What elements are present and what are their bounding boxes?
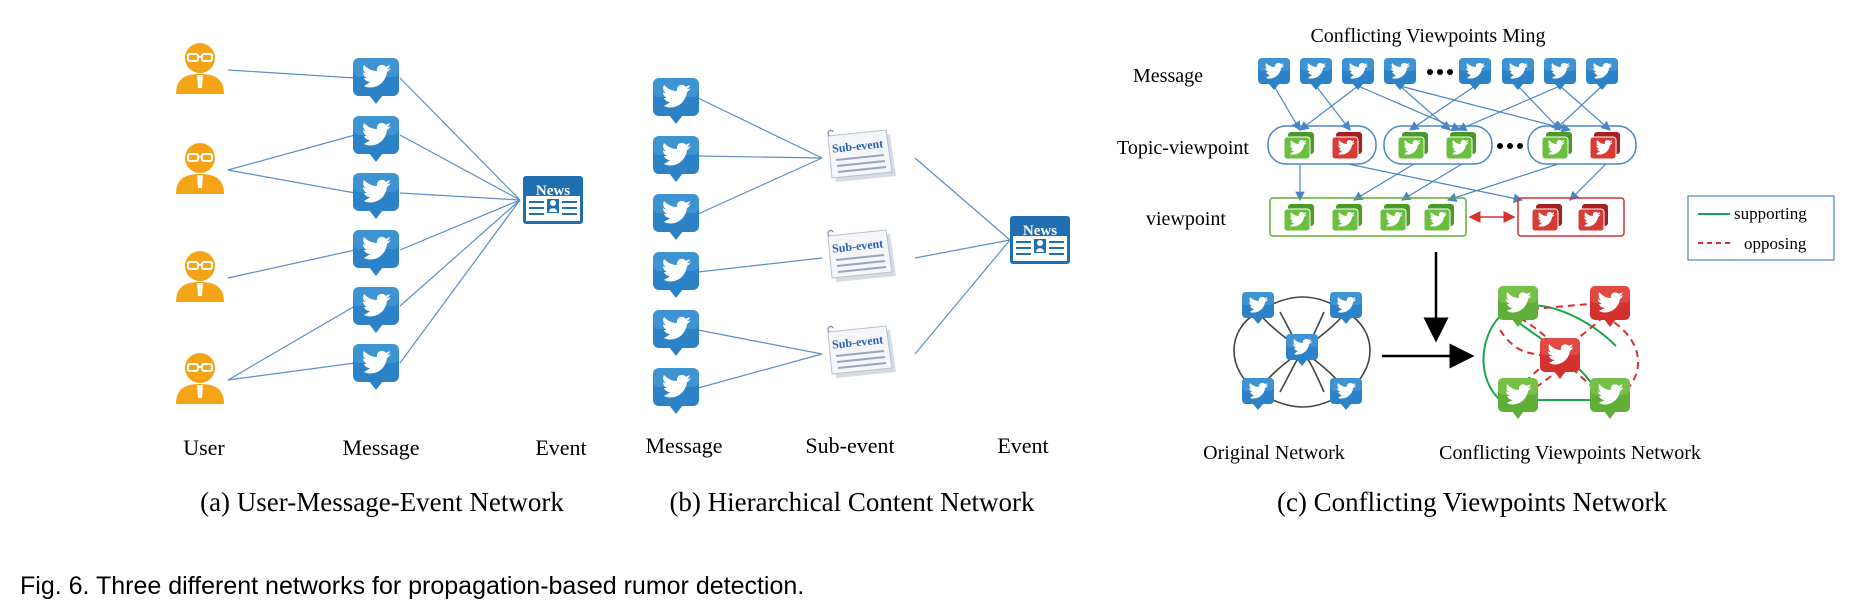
legend-supporting-label: supporting	[1734, 204, 1807, 223]
row-label-topic-viewpoint: Topic-viewpoint	[1117, 137, 1249, 159]
topic-group	[1527, 125, 1637, 165]
user-icon	[175, 42, 225, 95]
support-tweet-icon	[1498, 378, 1538, 419]
caption-b: (b) Hierarchical Content Network	[669, 487, 1035, 517]
ellipsis-icon	[1427, 69, 1453, 75]
topic-group	[1383, 125, 1493, 165]
label-user: User	[183, 435, 225, 460]
twitter-icon	[1544, 58, 1576, 90]
label-event: Event	[535, 435, 586, 460]
figure-caption: Fig. 6. Three different networks for pro…	[20, 572, 804, 600]
twitter-icon	[1342, 58, 1374, 90]
support-tweet-icon	[1423, 203, 1455, 232]
oppose-tweet-icon	[1577, 203, 1609, 232]
news-icon: News	[1009, 215, 1071, 265]
panel-c-title: Conflicting Viewpoints Ming	[1310, 25, 1545, 47]
legend-opposing-label: opposing	[1744, 234, 1807, 253]
subevent-text: Sub-event	[831, 236, 884, 255]
twitter-icon	[1330, 292, 1362, 324]
twitter-icon	[653, 194, 699, 240]
subevent-icon: Sub-event	[827, 229, 897, 283]
panel-a-edges	[227, 69, 521, 381]
twitter-icon	[353, 287, 399, 333]
caption-a: (a) User-Message-Event Network	[200, 487, 564, 517]
supporting-viewpoint-group	[1269, 197, 1467, 237]
oppose-tweet-icon	[1531, 203, 1563, 232]
user-icon	[175, 250, 225, 303]
twitter-icon	[1384, 58, 1416, 90]
user-icon	[175, 142, 225, 195]
oppose-tweet-icon	[1540, 338, 1580, 379]
support-tweet-icon	[1331, 203, 1363, 232]
news-icon: News	[522, 175, 584, 225]
twitter-icon	[1242, 292, 1274, 324]
message-to-topic-arrows	[1273, 85, 1611, 133]
label-subevent: Sub-event	[805, 433, 894, 458]
support-tweet-icon	[1541, 131, 1573, 160]
label-event: Event	[997, 433, 1048, 458]
oppose-tweet-icon	[1590, 286, 1630, 327]
twitter-icon	[353, 230, 399, 276]
twitter-icon	[1286, 334, 1318, 366]
support-tweet-icon	[1283, 131, 1315, 160]
support-tweet-icon	[1397, 131, 1429, 160]
topic-viewpoint-row	[1267, 125, 1637, 165]
viewpoint-row	[1269, 197, 1625, 237]
topic-group	[1267, 125, 1377, 165]
row-label-viewpoint: viewpoint	[1146, 208, 1226, 230]
label-message: Message	[646, 433, 723, 458]
caption-c: (c) Conflicting Viewpoints Network	[1277, 487, 1668, 517]
oppose-tweet-icon	[1589, 131, 1621, 160]
ellipsis-icon	[1497, 143, 1523, 149]
twitter-icon	[653, 136, 699, 182]
twitter-icon	[353, 116, 399, 162]
message-row	[1258, 58, 1618, 90]
twitter-icon	[1459, 58, 1491, 90]
row-label-message: Message	[1133, 65, 1203, 87]
twitter-icon	[653, 252, 699, 298]
twitter-icon	[1258, 58, 1290, 90]
twitter-icon	[1330, 378, 1362, 410]
topic-to-viewpoint-arrows	[1295, 163, 1607, 203]
twitter-icon	[1586, 58, 1618, 90]
opposing-viewpoint-group	[1517, 197, 1625, 237]
conflicting-network	[1482, 286, 1639, 419]
news-badge-text: News	[1023, 223, 1057, 239]
news-badge-text: News	[536, 183, 570, 199]
support-tweet-icon	[1445, 131, 1477, 160]
twitter-icon	[653, 368, 699, 414]
legend: supporting opposing	[1687, 195, 1835, 261]
original-network	[1233, 292, 1371, 410]
twitter-icon	[1502, 58, 1534, 90]
panel-b: Sub-event Sub-event Sub-event News Messa…	[646, 78, 1071, 517]
panel-c: Conflicting Viewpoints Ming Message Topi…	[1117, 25, 1835, 517]
label-message: Message	[343, 435, 420, 460]
oppose-tweet-icon	[1331, 131, 1363, 160]
support-tweet-icon	[1498, 286, 1538, 327]
subevent-icon: Sub-event	[827, 129, 897, 183]
panel-b-edges	[697, 97, 1011, 389]
twitter-icon	[653, 310, 699, 356]
twitter-icon	[353, 58, 399, 104]
support-tweet-icon	[1283, 203, 1315, 232]
subevent-text: Sub-event	[831, 332, 884, 351]
support-tweet-icon	[1590, 378, 1630, 419]
label-conflicting-network: Conflicting Viewpoints Network	[1439, 442, 1701, 464]
twitter-icon	[1242, 378, 1274, 410]
subevent-text: Sub-event	[831, 136, 884, 155]
twitter-icon	[353, 173, 399, 219]
label-original-network: Original Network	[1203, 442, 1345, 464]
twitter-icon	[653, 78, 699, 124]
twitter-icon	[1300, 58, 1332, 90]
subevent-icon: Sub-event	[827, 325, 897, 379]
support-tweet-icon	[1379, 203, 1411, 232]
legend-box	[1687, 195, 1835, 261]
twitter-icon	[353, 344, 399, 390]
user-icon	[175, 352, 225, 405]
panel-a: News User Message Event (a) User-Message…	[175, 42, 587, 517]
